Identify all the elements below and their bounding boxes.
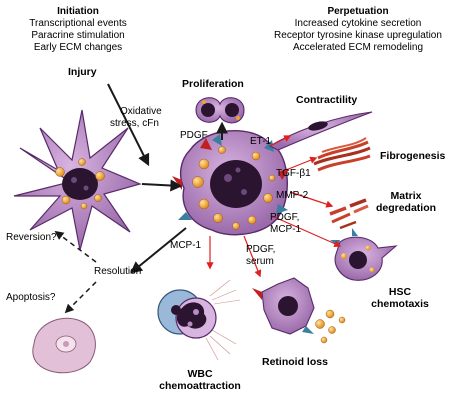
mcp1-label: MCP-1 xyxy=(170,240,202,251)
lipid-droplets xyxy=(55,158,105,210)
pdgf-mcp-label-2: MCP-1 xyxy=(270,224,302,235)
perpetuation-line-2: Receptor tyrosine kinase upregulation xyxy=(274,30,442,41)
fibrogenesis-label: Fibrogenesis xyxy=(380,150,446,162)
dashed-arrows xyxy=(54,230,97,314)
hsc-label-2: chemotaxis xyxy=(371,298,429,310)
tgf-label: TGF-β1 xyxy=(276,168,311,179)
released-droplets xyxy=(315,309,346,344)
pdgf-serum-label-2: serum xyxy=(246,256,274,267)
lipid-droplets xyxy=(192,146,276,230)
degraded-fibers xyxy=(329,198,369,230)
proliferation-label: Proliferation xyxy=(182,78,244,90)
matrix-label-1: Matrix xyxy=(390,190,422,202)
initiation-line-2: Paracrine stimulation xyxy=(31,30,125,41)
retinoid-loss-cell xyxy=(252,277,346,344)
white-blood-cells xyxy=(157,279,241,361)
collagen-fibers xyxy=(313,137,371,172)
stress-label: stress, cFn xyxy=(110,118,159,129)
wbc-label-1: WBC xyxy=(187,368,213,380)
resolution-label: Resolution xyxy=(94,266,142,277)
proliferation-cells xyxy=(195,97,245,124)
hsc-label-1: HSC xyxy=(388,286,412,298)
perpetuation-line-3: Accelerated ECM remodeling xyxy=(292,42,424,53)
oxidative-label: Oxidative xyxy=(120,106,162,117)
apoptotic-cell xyxy=(32,317,96,374)
quiescent-stellate-cell xyxy=(13,109,142,251)
contractile-cell xyxy=(268,111,373,151)
et1-label: ET-1 xyxy=(250,136,272,147)
reversion-label: Reversion? xyxy=(6,232,57,243)
matrix-label-2: degredation xyxy=(375,202,437,214)
retinoid-label: Retinoid loss xyxy=(262,356,328,368)
perpetuation-header: Perpetuation Increased cytokine secretio… xyxy=(258,6,458,54)
contractility-label: Contractility xyxy=(296,94,358,106)
pdgf-mcp-label-1: PDGF, xyxy=(270,212,300,223)
migrating-stellate-cell xyxy=(330,228,398,281)
activated-stellate-cell xyxy=(172,130,290,236)
black-arrows xyxy=(107,83,228,274)
pdgf-label: PDGF xyxy=(180,130,208,141)
wbc-label-2: chemoattraction xyxy=(159,380,241,392)
perpetuation-line-1: Increased cytokine secretion xyxy=(294,18,422,29)
initiation-header: Initiation Transcriptional events Paracr… xyxy=(8,6,148,54)
mmp2-label: MMP-2 xyxy=(276,190,309,201)
injury-label: Injury xyxy=(68,66,97,78)
initiation-line-3: Early ECM changes xyxy=(33,42,123,53)
pdgf-serum-label-1: PDGF, xyxy=(246,244,276,255)
red-arrows xyxy=(206,135,342,278)
initiation-line-1: Transcriptional events xyxy=(29,18,127,29)
apoptosis-label: Apoptosis? xyxy=(6,292,56,303)
initiation-title: Initiation xyxy=(57,6,99,17)
perpetuation-title: Perpetuation xyxy=(327,6,389,17)
